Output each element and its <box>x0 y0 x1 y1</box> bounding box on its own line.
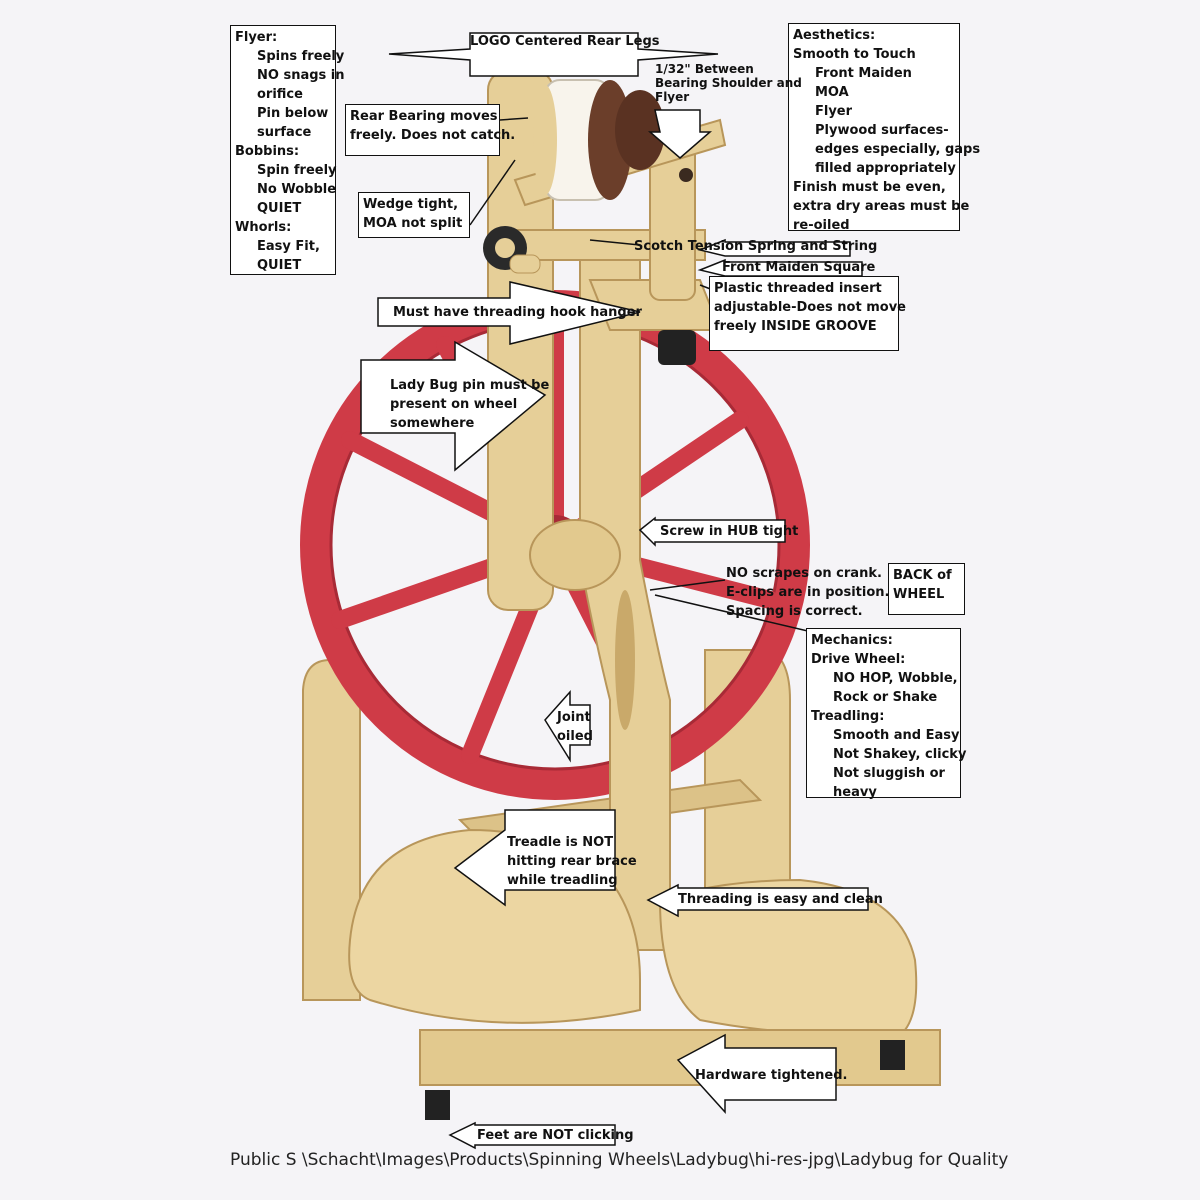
note-line: MOA not split <box>363 216 463 231</box>
flyer-item: Spins freely <box>257 49 345 64</box>
note-line: E-clips are in position. <box>726 585 890 600</box>
mechanics-checklist: Mechanics: Drive Wheel: NO HOP, Wobble, … <box>806 628 967 800</box>
aesthetics-item: edges especially, gaps <box>815 142 981 157</box>
flyer-item: orifice <box>257 87 303 102</box>
plastic-insert-note: Plastic threaded insert adjustable-Does … <box>709 276 906 351</box>
wedge-note: Wedge tight, MOA not split <box>358 192 470 238</box>
bearing-gap-note: 1/32" Between Bearing Shoulder and Flyer <box>655 62 802 104</box>
bobbins-heading: Bobbins: <box>235 144 300 159</box>
aesthetics-heading: Aesthetics: <box>793 28 876 43</box>
note-line: Lady Bug pin must be <box>390 378 550 393</box>
aesthetics-item: Smooth to Touch <box>793 47 916 62</box>
note-line: while treadling <box>507 873 618 888</box>
note-line: somewhere <box>390 416 475 431</box>
mechanics-item: Not Shakey, clicky <box>833 747 967 762</box>
hardware-note: Hardware tightened. <box>695 1068 848 1083</box>
note-line: Flyer <box>655 90 690 104</box>
bobbins-item: Spin freely <box>257 163 337 178</box>
note-line: BACK of <box>893 568 952 583</box>
note-line: NO scrapes on crank. <box>726 566 882 581</box>
note-line: hitting rear brace <box>507 854 637 869</box>
whorls-item: Easy Fit, <box>257 239 320 254</box>
note-line: WHEEL <box>893 587 945 602</box>
callout-arrows <box>360 32 869 1150</box>
mother-of-all <box>487 69 722 951</box>
front-maiden-note: Front Maiden Square <box>722 260 876 275</box>
mechanics-item: Not sluggish or <box>833 766 945 781</box>
whorls-item: QUIET <box>257 258 302 273</box>
note-line: oiled <box>557 729 593 744</box>
mechanics-heading: Mechanics: <box>811 633 893 648</box>
note-line: Wedge tight, <box>363 197 459 212</box>
threading-easy-note: Threading is easy and clean <box>678 892 883 907</box>
note-line: Treadle is NOT <box>507 835 614 850</box>
threading-hook-note: Must have threading hook hanger <box>393 305 642 320</box>
note-line: Spacing is correct. <box>726 604 863 619</box>
aesthetics-item: re-oiled <box>793 218 850 233</box>
flyer-item: NO snags in <box>257 68 345 83</box>
rear-bearing-note: Rear Bearing moves freely. Does not catc… <box>345 104 516 156</box>
aesthetics-item: filled appropriately <box>815 161 956 176</box>
joint-note: Joint oiled <box>557 708 593 746</box>
hub-note: Screw in HUB tight <box>660 524 799 539</box>
aesthetics-checklist: Aesthetics: Smooth to Touch Front Maiden… <box>788 23 981 233</box>
aesthetics-item: Plywood surfaces- <box>815 123 949 138</box>
aesthetics-item: Flyer <box>815 104 853 119</box>
logo-note: LOGO Centered Rear Legs <box>470 34 660 49</box>
bobbins-item: QUIET <box>257 201 302 216</box>
note-line: adjustable-Does not move <box>714 300 906 315</box>
note-line: Plastic threaded insert <box>714 281 882 296</box>
feet-note: Feet are NOT clicking <box>477 1128 634 1143</box>
flyer-bobbin-whorl-checklist: Flyer: Spins freely NO snags in orifice … <box>230 25 345 275</box>
file-path-caption: Public S \Schacht\Images\Products\Spinni… <box>230 1150 1009 1170</box>
treadle-note: Treadle is NOT hitting rear brace while … <box>507 833 637 890</box>
mechanics-item: NO HOP, Wobble, <box>833 671 958 686</box>
note-line: 1/32" Between <box>655 62 754 76</box>
crank-note: NO scrapes on crank. E-clips are in posi… <box>722 562 890 619</box>
note-line: freely. Does not catch. <box>350 128 516 143</box>
treadling-heading: Treadling: <box>811 709 885 724</box>
note-line: Bearing Shoulder and <box>655 76 802 90</box>
callout-leaders <box>469 117 813 633</box>
scotch-tension-note: Scotch Tension Spring and String <box>634 239 878 254</box>
bobbins-item: No Wobble <box>257 182 337 197</box>
aesthetics-item: extra dry areas must be <box>793 199 970 214</box>
note-line: Rear Bearing moves <box>350 109 498 124</box>
note-line: present on wheel <box>390 397 518 412</box>
flyer-item: Pin below <box>257 106 329 121</box>
aesthetics-item: Front Maiden <box>815 66 912 81</box>
note-line: Joint <box>557 710 591 725</box>
lady-bug-note: Lady Bug pin must be present on wheel so… <box>390 376 549 433</box>
mechanics-item: heavy <box>833 785 877 800</box>
whorls-heading: Whorls: <box>235 220 292 235</box>
aesthetics-item: Finish must be even, <box>793 180 946 195</box>
mechanics-item: Rock or Shake <box>833 690 938 705</box>
aesthetics-item: MOA <box>815 85 849 100</box>
flyer-item: surface <box>257 125 312 140</box>
flyer-heading: Flyer: <box>235 30 278 45</box>
mechanics-item: Smooth and Easy <box>833 728 960 743</box>
drive-wheel-heading: Drive Wheel: <box>811 652 906 667</box>
note-line: freely INSIDE GROOVE <box>714 319 877 334</box>
back-of-wheel-note: BACK of WHEEL <box>888 563 965 615</box>
